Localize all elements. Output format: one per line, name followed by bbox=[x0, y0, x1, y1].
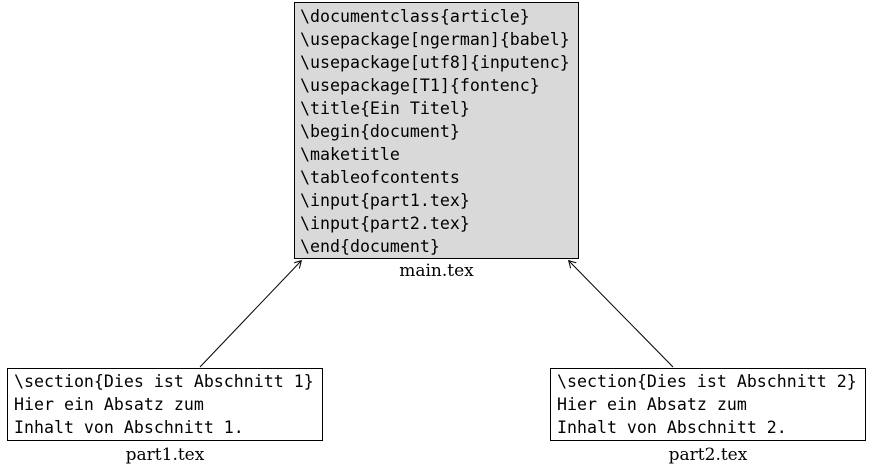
code-line: \begin{document} bbox=[300, 122, 460, 141]
code-line: Inhalt von Abschnitt 2. bbox=[557, 418, 787, 437]
code-line: \tableofcontents bbox=[300, 168, 460, 187]
code-line: Inhalt von Abschnitt 1. bbox=[14, 418, 244, 437]
code-line: \end{document} bbox=[300, 237, 440, 256]
main-tex-label: main.tex bbox=[399, 261, 474, 281]
code-line: \maketitle bbox=[300, 145, 400, 164]
part1-tex-box: \section{Dies ist Abschnitt 1} Hier ein … bbox=[7, 368, 323, 441]
arrow-part1-to-main bbox=[199, 261, 301, 368]
code-line: \usepackage[T1]{fontenc} bbox=[300, 76, 540, 95]
code-line: \section{Dies ist Abschnitt 2} bbox=[557, 372, 857, 391]
part2-tex-box: \section{Dies ist Abschnitt 2} Hier ein … bbox=[550, 368, 866, 441]
code-line: \input{part1.tex} bbox=[300, 191, 470, 210]
part2-tex-label: part2.tex bbox=[668, 445, 748, 465]
code-line: Hier ein Absatz zum bbox=[557, 395, 747, 414]
arrow-part2-to-main bbox=[569, 261, 674, 368]
code-line: \title{Ein Titel} bbox=[300, 99, 470, 118]
code-line: \usepackage[ngerman]{babel} bbox=[300, 30, 570, 49]
part1-tex-label: part1.tex bbox=[125, 445, 205, 465]
code-line: \documentclass{article} bbox=[300, 7, 530, 26]
code-line: \usepackage[utf8]{inputenc} bbox=[300, 53, 570, 72]
code-line: \input{part2.tex} bbox=[300, 214, 470, 233]
code-line: \section{Dies ist Abschnitt 1} bbox=[14, 372, 314, 391]
code-line: Hier ein Absatz zum bbox=[14, 395, 204, 414]
main-tex-box: \documentclass{article} \usepackage[nger… bbox=[294, 2, 579, 259]
